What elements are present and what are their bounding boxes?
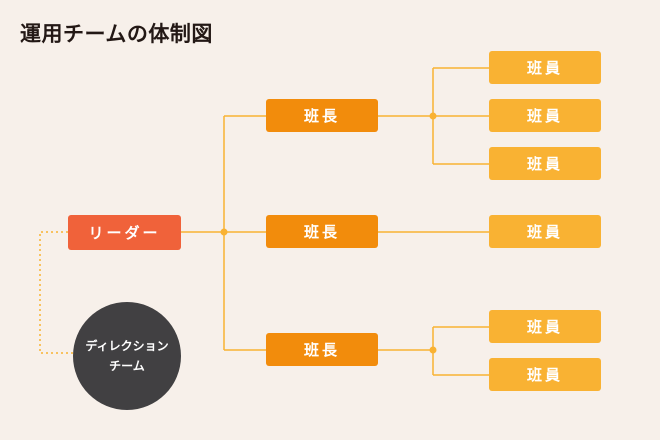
chief-box-1: 班長 (266, 99, 378, 132)
member-box-1: 班員 (489, 51, 601, 84)
member-box-4: 班員 (489, 215, 601, 248)
direction-team-line1: ディレクション (85, 339, 169, 353)
chief-box-2: 班長 (266, 215, 378, 248)
member-box-3: 班員 (489, 147, 601, 180)
page-title: 運用チームの体制図 (20, 22, 213, 46)
trunk-junction (220, 228, 228, 236)
member-box-5: 班員 (489, 310, 601, 343)
dotted-link (39, 231, 73, 354)
junction-1 (429, 112, 437, 120)
direction-team-circle: ディレクション チーム (73, 302, 181, 410)
leader-box: リーダー (68, 215, 181, 250)
direction-team-line2: チーム (109, 359, 145, 373)
member-box-2: 班員 (489, 99, 601, 132)
member-box-6: 班員 (489, 358, 601, 391)
junction-3 (429, 346, 437, 354)
chief-box-3: 班長 (266, 333, 378, 366)
